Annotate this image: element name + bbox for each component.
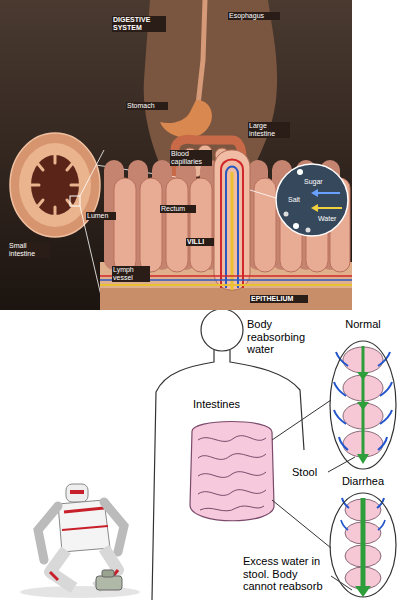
part-label: Large intestine [248, 122, 290, 138]
part-label: Sugar [304, 178, 332, 186]
part-label: Salt [288, 196, 308, 204]
intestine-oval: Normal [328, 318, 398, 470]
callout-label: Stool [292, 466, 326, 479]
oval-shape [330, 341, 396, 469]
part-label: Blood capillaries [170, 150, 212, 166]
oval-shape [330, 493, 396, 597]
callout-label: Intestines [193, 398, 255, 411]
part-label: EPITHELIUM [250, 295, 308, 303]
callout-label: Excess water in stool. Body cannot reabs… [243, 555, 331, 593]
part-label: Stomach [126, 102, 168, 110]
part-label: Rectum [160, 205, 196, 213]
part-label: Small intestine [8, 242, 50, 258]
part-label: DIGESTIVE SYSTEM [112, 16, 166, 32]
oval-outline [328, 475, 398, 599]
part-label: Water [318, 215, 346, 223]
part-label: Lymph vessel [112, 266, 150, 282]
intestine-oval: Diarrhea [328, 475, 398, 599]
part-label: Lumen [86, 212, 116, 220]
oval-outline [328, 318, 398, 470]
part-label: VILLI [186, 238, 214, 246]
oval-heading: Diarrhea [328, 475, 398, 488]
oval-heading: Normal [328, 318, 398, 331]
callout-label: Body reabsorbing water [247, 318, 319, 356]
robot-figure [20, 484, 140, 598]
part-label: Esophagus [228, 12, 280, 20]
